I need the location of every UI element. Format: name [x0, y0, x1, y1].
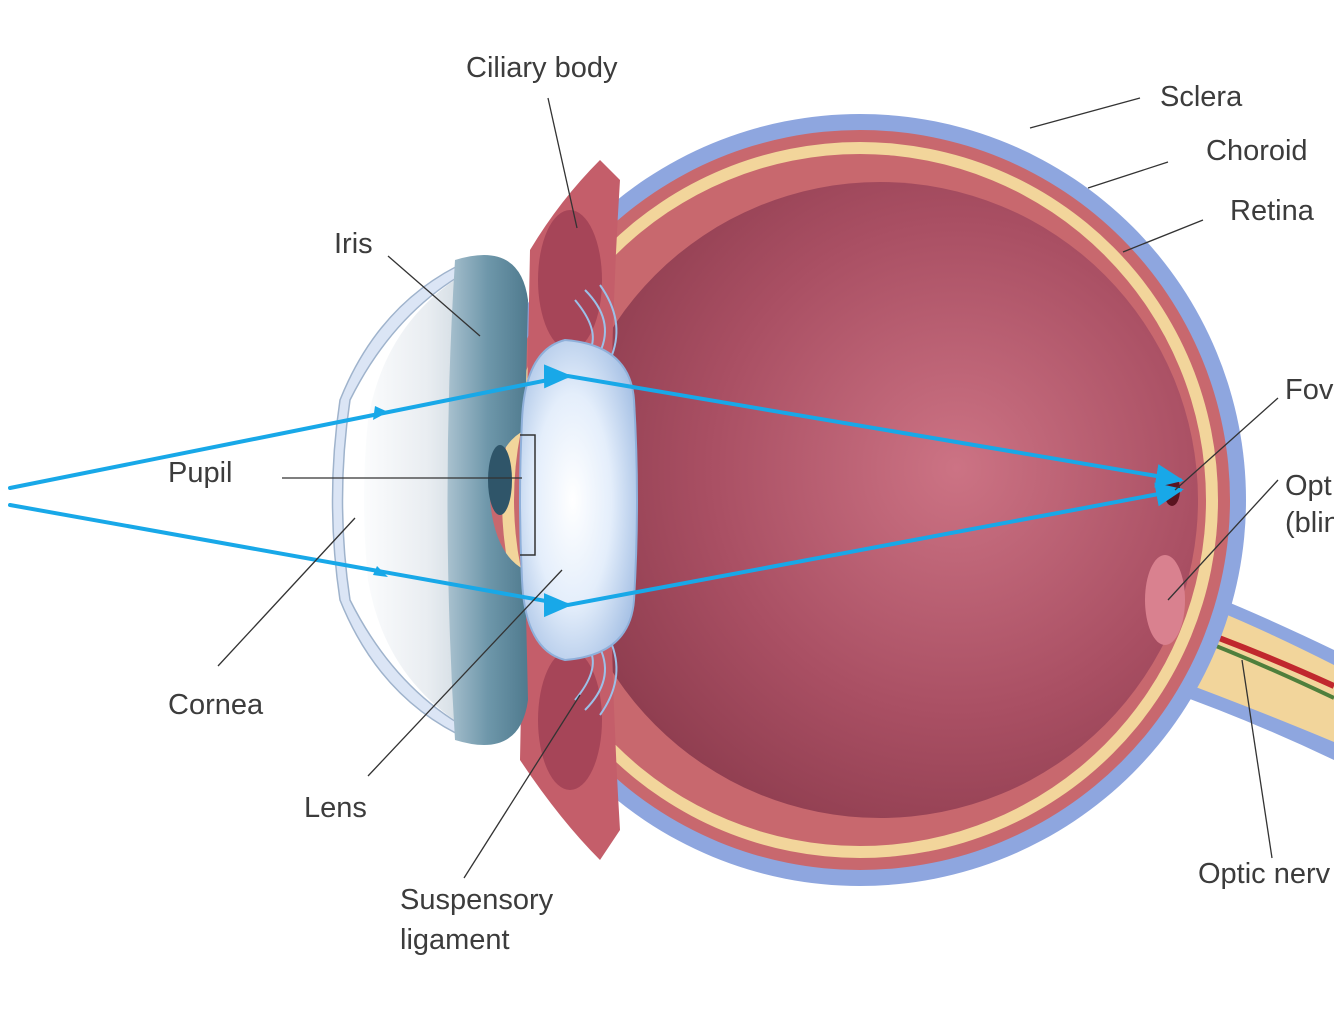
vitreous-body: [562, 182, 1198, 818]
pupil-opening: [488, 445, 512, 515]
label-cornea: Cornea: [168, 687, 263, 723]
label-suspensory-ligament-line1: Suspensory: [400, 882, 553, 918]
label-choroid: Choroid: [1206, 133, 1308, 169]
leader-cornea: [218, 518, 355, 666]
label-ciliary-body: Ciliary body: [466, 50, 618, 86]
label-iris: Iris: [334, 226, 373, 262]
label-sclera: Sclera: [1160, 79, 1242, 115]
label-suspensory-ligament-line2: ligament: [400, 922, 510, 958]
label-optic-disc-partial-line2: (blin: [1285, 505, 1334, 541]
label-optic-nerve-partial: Optic nerv: [1198, 856, 1330, 892]
label-optic-disc-partial-line1: Opt: [1285, 468, 1332, 504]
leader-sclera: [1030, 98, 1140, 128]
optic-disc: [1145, 555, 1185, 645]
label-pupil: Pupil: [168, 455, 233, 491]
label-lens: Lens: [304, 790, 367, 826]
label-fovea-partial: Fov: [1285, 372, 1333, 408]
leader-choroid: [1088, 162, 1168, 188]
lens: [520, 340, 637, 660]
label-retina: Retina: [1230, 193, 1314, 229]
